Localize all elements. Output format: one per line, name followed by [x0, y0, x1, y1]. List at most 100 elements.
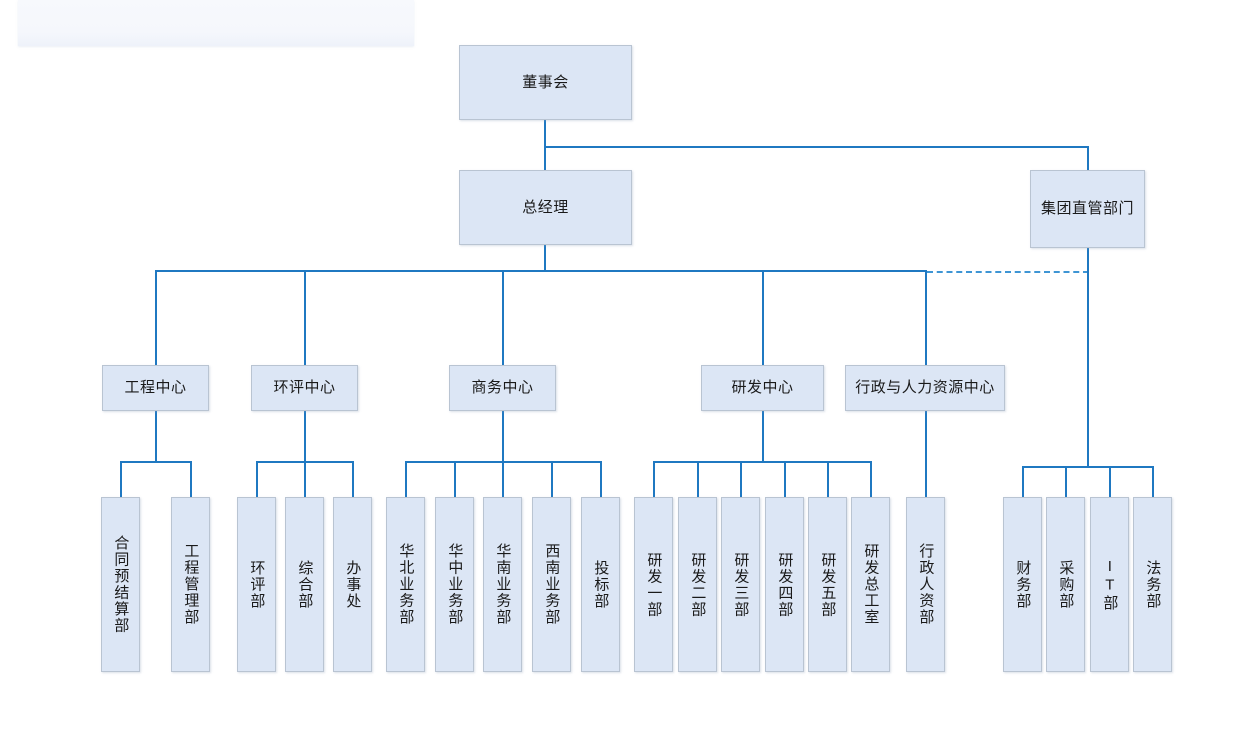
connector-business-child-1	[405, 461, 407, 497]
node-dept-contract-budget[interactable]: 合同预结算部	[101, 497, 140, 672]
node-dept-north-china-business-label: 华北业务部	[397, 543, 415, 626]
node-dept-legal[interactable]: 法务部	[1133, 497, 1172, 672]
node-dept-rd-chief-engineer-office[interactable]: 研发总工室	[851, 497, 890, 672]
node-center-hr[interactable]: 行政与人力资源中心	[845, 365, 1005, 411]
connector-business-child-2	[454, 461, 456, 497]
node-dept-rd-2[interactable]: 研发二部	[678, 497, 717, 672]
connector-group-child-1	[1022, 466, 1024, 497]
connector-drop-rd	[762, 270, 764, 365]
node-dept-rd-4-label: 研发四部	[776, 551, 794, 618]
node-group-direct-label: 集团直管部门	[1040, 200, 1134, 218]
connector-drop-business	[502, 270, 504, 365]
connector-group-to-fork	[1087, 248, 1089, 467]
node-dept-southwest-business-label: 西南业务部	[543, 543, 561, 626]
connector-group-bar	[1022, 466, 1153, 468]
node-dept-rd-2-label: 研发二部	[689, 551, 707, 618]
node-center-eia-label: 环评中心	[273, 379, 336, 397]
connector-group-child-2	[1065, 466, 1067, 497]
connector-eia-stem	[304, 411, 306, 462]
node-dept-procurement[interactable]: 采购部	[1046, 497, 1085, 672]
connector-engineering-child-2	[190, 461, 192, 497]
connector-business-child-3	[502, 461, 504, 497]
node-dept-southwest-business[interactable]: 西南业务部	[532, 497, 571, 672]
node-board[interactable]: 董事会	[459, 45, 632, 120]
node-center-hr-label: 行政与人力资源中心	[855, 379, 995, 397]
connector-board-to-group	[544, 146, 1089, 148]
connector-board-down	[544, 120, 546, 147]
node-center-business-label: 商务中心	[471, 379, 534, 397]
node-dept-central-china-business-label: 华中业务部	[446, 543, 464, 626]
connector-rd-child-1	[653, 461, 655, 497]
connector-rd-stem	[762, 411, 764, 462]
connector-gm-down	[544, 245, 546, 271]
connector-group-child-3	[1109, 466, 1111, 497]
connector-business-child-4	[551, 461, 553, 497]
connector-business-child-5	[600, 461, 602, 497]
connector-eia-child-2	[304, 461, 306, 497]
node-dept-engineering-management-label: 工程管理部	[182, 543, 200, 626]
node-dept-rd-5-label: 研发五部	[819, 551, 837, 618]
node-center-rd[interactable]: 研发中心	[701, 365, 824, 411]
node-dept-central-china-business[interactable]: 华中业务部	[435, 497, 474, 672]
connector-group-down	[1087, 146, 1089, 170]
connector-business-stem	[502, 411, 504, 462]
node-group-direct[interactable]: 集团直管部门	[1030, 170, 1145, 248]
connector-eia-child-3	[352, 461, 354, 497]
connector-rd-child-3	[740, 461, 742, 497]
node-dept-rd-3[interactable]: 研发三部	[721, 497, 760, 672]
node-dept-admin-hr-label: 行政人资部	[917, 543, 935, 626]
node-dept-it[interactable]: IT部	[1090, 497, 1129, 672]
node-dept-it-label: IT部	[1101, 557, 1119, 612]
node-dept-finance[interactable]: 财务部	[1003, 497, 1042, 672]
connector-engineering-child-1	[120, 461, 122, 497]
node-center-engineering[interactable]: 工程中心	[102, 365, 209, 411]
connector-drop-hr	[925, 270, 927, 365]
node-dept-eia[interactable]: 环评部	[237, 497, 276, 672]
connector-engineering-bar	[120, 461, 191, 463]
connector-board-to-gm	[544, 146, 546, 170]
connector-drop-engineering	[155, 270, 157, 365]
connector-group-child-4	[1152, 466, 1154, 497]
node-dept-rd-chief-engineer-office-label: 研发总工室	[862, 543, 880, 626]
node-dept-engineering-management[interactable]: 工程管理部	[171, 497, 210, 672]
node-dept-rd-1-label: 研发一部	[645, 551, 663, 618]
connector-rd-child-2	[697, 461, 699, 497]
connector-rd-bar	[653, 461, 871, 463]
node-dept-finance-label: 财务部	[1014, 559, 1032, 610]
node-center-business[interactable]: 商务中心	[449, 365, 556, 411]
node-dept-office-label: 办事处	[344, 559, 362, 610]
watermark-panel	[18, 0, 414, 46]
connector-rd-child-4	[784, 461, 786, 497]
node-dept-legal-label: 法务部	[1144, 559, 1162, 610]
node-general-manager-label: 总经理	[522, 198, 569, 216]
node-dept-bidding-label: 投标部	[592, 559, 610, 610]
connector-eia-child-1	[256, 461, 258, 497]
node-center-engineering-label: 工程中心	[124, 379, 187, 397]
connector-engineering-stem	[155, 411, 157, 462]
connector-dashed-hr-to-group	[927, 271, 1089, 273]
node-dept-contract-budget-label: 合同预结算部	[112, 535, 130, 634]
node-dept-eia-label: 环评部	[248, 559, 266, 610]
connector-rd-child-5	[827, 461, 829, 497]
connector-drop-eia	[304, 270, 306, 365]
node-center-eia[interactable]: 环评中心	[251, 365, 358, 411]
node-dept-south-china-business-label: 华南业务部	[494, 543, 512, 626]
node-dept-procurement-label: 采购部	[1057, 559, 1075, 610]
node-general-manager[interactable]: 总经理	[459, 170, 632, 245]
node-board-label: 董事会	[522, 73, 569, 91]
node-dept-office[interactable]: 办事处	[333, 497, 372, 672]
node-dept-north-china-business[interactable]: 华北业务部	[386, 497, 425, 672]
node-dept-admin-hr[interactable]: 行政人资部	[906, 497, 945, 672]
connector-centers-bus	[155, 270, 927, 272]
connector-hr-child-1	[925, 411, 927, 497]
node-dept-rd-4[interactable]: 研发四部	[765, 497, 804, 672]
node-dept-general-affairs-label: 综合部	[296, 559, 314, 610]
connector-rd-child-6	[870, 461, 872, 497]
node-dept-rd-5[interactable]: 研发五部	[808, 497, 847, 672]
node-dept-south-china-business[interactable]: 华南业务部	[483, 497, 522, 672]
node-dept-general-affairs[interactable]: 综合部	[285, 497, 324, 672]
node-dept-rd-3-label: 研发三部	[732, 551, 750, 618]
node-dept-rd-1[interactable]: 研发一部	[634, 497, 673, 672]
node-dept-bidding[interactable]: 投标部	[581, 497, 620, 672]
